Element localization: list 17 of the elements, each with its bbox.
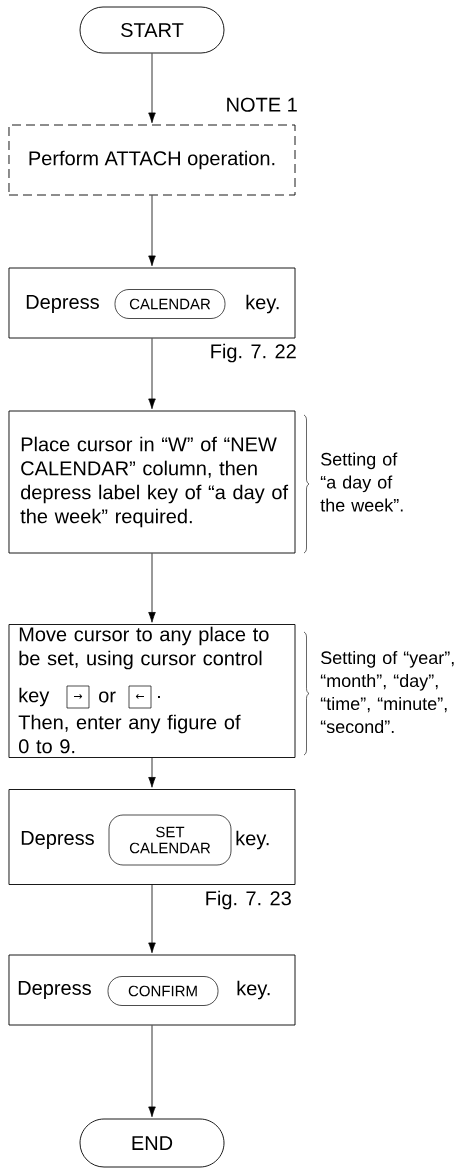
arrow [148, 53, 156, 124]
arrow [148, 884, 156, 954]
side-note: Setting of “a day of the week”. [320, 452, 403, 512]
arrow [148, 757, 156, 788]
process-box: Perform ATTACH operation. [8, 124, 296, 196]
arrow [148, 553, 156, 623]
arrow [148, 338, 156, 410]
key-button: SET CALENDAR [108, 814, 232, 866]
side-note: Fig. 7. 22 [211, 343, 296, 363]
side-note: Setting of “year”, “month”, “day”, “time”, “minute”, “second”. [320, 650, 454, 734]
process-box: Place cursor in “W” of “NEW CALENDAR” column, then depress label key of “a day of the week” required. [8, 410, 296, 554]
side-note: Fig. 7. 23 [206, 890, 291, 910]
arrow [148, 1025, 156, 1118]
key-button: CALENDAR [114, 289, 226, 319]
key-button: CONFIRM [107, 976, 219, 1006]
side-note: NOTE 1 [227, 97, 297, 112]
arrow [148, 195, 156, 267]
